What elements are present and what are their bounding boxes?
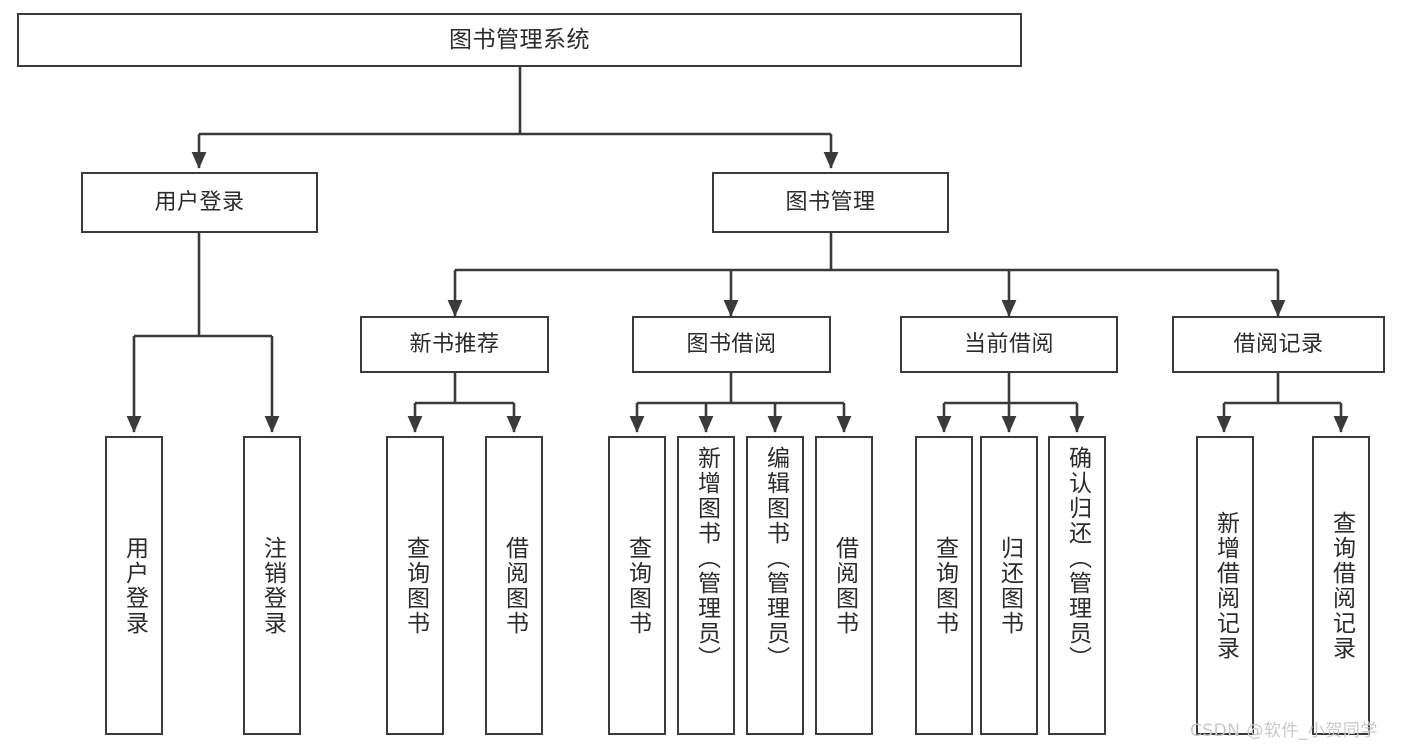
node-label: 查询图书 xyxy=(402,535,429,636)
node-label: 查询图书 xyxy=(931,535,958,636)
node-label: 借阅记录 xyxy=(1233,331,1324,357)
node-label: 图书管理 xyxy=(785,189,876,215)
node-label: 借阅图书 xyxy=(831,535,858,636)
leaf-add-borrow-record[interactable]: 新增借阅记录 xyxy=(1196,436,1254,735)
csdn-watermark: CSDN @软件_小贺同学 xyxy=(1190,721,1378,741)
leaf-query-book-borrow[interactable]: 查询图书 xyxy=(608,436,666,735)
node-label: 借阅图书 xyxy=(501,535,528,636)
node-borrow-record[interactable]: 借阅记录 xyxy=(1172,316,1385,373)
node-label: 当前借阅 xyxy=(963,331,1054,357)
node-label: 用户登录 xyxy=(154,189,245,215)
node-current-borrow[interactable]: 当前借阅 xyxy=(900,316,1118,373)
node-label: 图书借阅 xyxy=(686,331,777,357)
node-label: 归还图书 xyxy=(996,535,1023,636)
leaf-edit-book-admin[interactable]: 编辑图书（管理员） xyxy=(746,436,804,735)
leaf-logout-login[interactable]: 注销登录 xyxy=(243,436,301,735)
leaf-query-book-new[interactable]: 查询图书 xyxy=(386,436,444,735)
node-user-login[interactable]: 用户登录 xyxy=(81,172,318,233)
node-root-system[interactable]: 图书管理系统 xyxy=(17,13,1022,67)
leaf-borrow-book-borrow[interactable]: 借阅图书 xyxy=(815,436,873,735)
node-label: 查询借阅记录 xyxy=(1328,510,1355,661)
leaf-borrow-book-new[interactable]: 借阅图书 xyxy=(485,436,543,735)
node-label: 图书管理系统 xyxy=(449,26,590,53)
leaf-confirm-return-admin[interactable]: 确认归还（管理员） xyxy=(1048,436,1106,735)
leaf-query-book-current[interactable]: 查询图书 xyxy=(915,436,973,735)
leaf-add-book-admin[interactable]: 新增图书（管理员） xyxy=(677,436,735,735)
node-label: 新书推荐 xyxy=(409,331,500,357)
node-label: 新增图书（管理员） xyxy=(693,446,720,671)
leaf-query-borrow-record[interactable]: 查询借阅记录 xyxy=(1312,436,1370,735)
leaf-return-book[interactable]: 归还图书 xyxy=(980,436,1038,735)
node-label: 注销登录 xyxy=(259,535,286,636)
node-book-borrow[interactable]: 图书借阅 xyxy=(632,316,831,373)
node-label: 确认归还（管理员） xyxy=(1064,446,1091,671)
node-label: 查询图书 xyxy=(624,535,651,636)
leaf-user-login[interactable]: 用户登录 xyxy=(105,436,163,735)
node-book-manage[interactable]: 图书管理 xyxy=(712,172,949,233)
node-new-book-recommend[interactable]: 新书推荐 xyxy=(360,316,549,373)
node-label: 新增借阅记录 xyxy=(1212,510,1239,661)
node-label: 编辑图书（管理员） xyxy=(762,446,789,671)
node-label: 用户登录 xyxy=(121,535,148,636)
